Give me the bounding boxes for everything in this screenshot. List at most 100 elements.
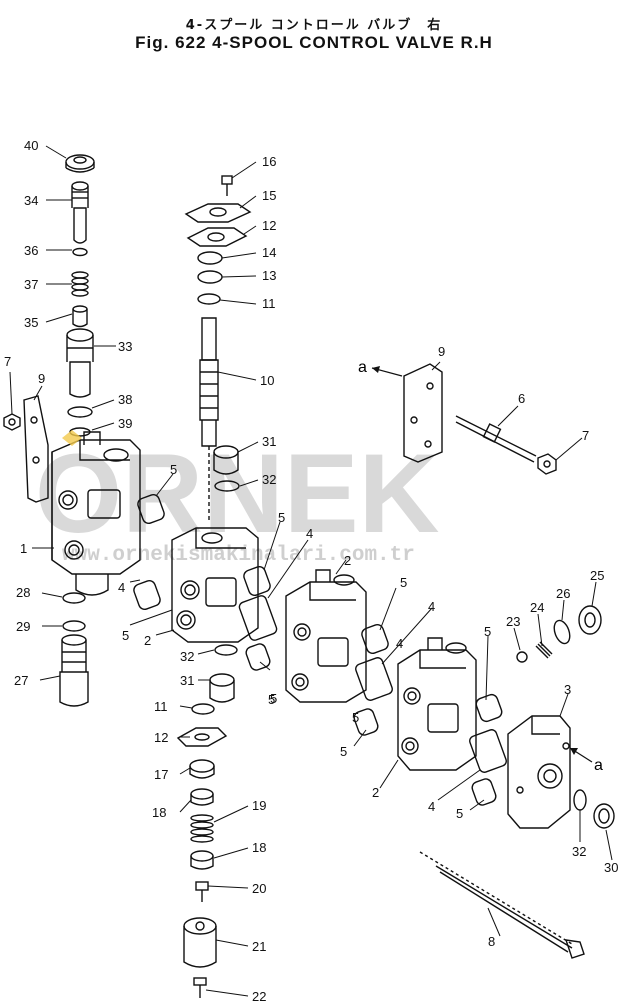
callout-34: 34 [24,193,38,208]
callout-31-top: 31 [262,434,276,449]
watermark-url: www.ornekismakinalari.com.tr [62,544,415,567]
callout-19: 19 [252,798,266,813]
part-27-relief-valve [59,634,89,707]
callout-14: 14 [262,245,276,260]
part-32-oring-bottom [214,644,238,656]
callout-9-right: 9 [438,344,445,359]
svg-text:a: a [594,757,603,774]
callout-2-b: 2 [344,553,351,568]
part-21-cap [183,917,217,968]
gasket-5-e [361,624,389,654]
callout-4-d: 4 [428,799,435,814]
highlight-mark [62,430,82,446]
callout-32-bottom: 32 [180,649,194,664]
part-32-oring-right [573,789,587,811]
part-18-seat-bottom [190,850,214,870]
callout-33: 33 [118,339,132,354]
callout-11-bottom: 11 [154,699,168,714]
callout-12-bottom: 12 [154,730,168,745]
part-3-end-cover [507,715,571,829]
part-12-gasket-top [186,227,248,247]
part-34-plug [71,181,89,244]
part-33-valve [66,328,94,398]
callout-5-g: 5 [456,806,463,821]
callout-27: 27 [14,673,28,688]
callout-5-c: 5 [278,510,285,525]
part-2-section-c [397,637,477,771]
callout-22: 22 [252,989,266,1004]
part-16-bolt [221,175,233,196]
part-17-retainer [189,759,215,779]
figure-title: Fig. 622 4-SPOOL CONTROL VALVE R.H [135,33,493,52]
callout-7-right: 7 [582,428,589,443]
callout-20: 20 [252,881,266,896]
part-24-spring [535,641,553,659]
callout-31-bottom: 31 [180,673,194,688]
callout-5-a: 5 [170,462,177,477]
gasket-5-c [243,566,271,596]
part-8-tie-bolt [419,851,585,959]
part-13-washer [197,270,223,284]
callout-12-top: 12 [262,218,276,233]
part-18-seat-top [190,788,214,806]
part-23-ball [516,651,528,663]
gasket-4-b [355,657,393,701]
callout-2-a: 2 [144,633,151,648]
detail-a-bracket-9 [403,363,443,463]
part-15-cover [184,203,252,223]
callout-4-c: 4 [428,599,435,614]
callout-30: 30 [604,860,618,875]
callout-16: 16 [262,154,276,169]
callout-15: 15 [262,188,276,203]
gasket-5-h [471,778,497,806]
detail-a-stud-6 [455,415,537,463]
part-7-nut-left [3,413,21,431]
leader-lines [9,145,613,997]
callout-24: 24 [530,600,544,615]
callout-39: 39 [118,416,132,431]
callout-29: 29 [16,619,30,634]
callout-2-c: 2 [372,785,379,800]
callout-4-a: 4 [118,580,125,595]
callout-5-i: 5 [268,692,275,707]
callout-numbers: 40 34 36 37 35 33 38 39 7 9 1 28 29 27 5… [4,138,618,1004]
callout-1: 1 [20,541,27,556]
part-35-spacer [72,305,88,328]
part-25-plug [578,605,602,635]
gasket-4-c [469,729,507,773]
callout-32-top: 32 [262,472,276,487]
callout-21: 21 [252,939,266,954]
callout-7-left: 7 [4,354,11,369]
part-9-bracket-left [23,395,49,503]
part-40-cap [65,154,95,173]
part-11-ring-top [197,293,221,305]
part-36-oring [72,247,88,257]
callout-17: 17 [154,767,168,782]
svg-text:a: a [358,359,367,376]
part-38-oring [67,406,93,418]
part-30-plug [593,803,615,829]
callout-18-top: 18 [152,805,166,820]
view-marker-a-right: a [569,747,603,774]
part-28-oring [62,592,86,604]
part-12-gasket-bottom [176,727,228,747]
callout-8: 8 [488,934,495,949]
watermark-brand: ORNEK [35,431,439,556]
part-37-spring [71,271,89,297]
gasket-5-b [133,580,161,610]
gasket-4-a [238,595,278,641]
callout-5-d: 5 [270,691,277,706]
part-11-ring-bottom [191,703,215,715]
callout-5-f: 5 [340,744,347,759]
callout-5-b: 5 [122,628,129,643]
callout-13: 13 [262,268,276,283]
callout-5-e: 5 [400,575,407,590]
detail-a-nut-7 [537,453,557,475]
callout-25: 25 [590,568,604,583]
callout-11-top: 11 [262,296,276,311]
part-2-section-b [285,569,367,703]
callout-9-left: 9 [38,371,45,386]
gasket-5-d [245,643,271,671]
callout-28: 28 [16,585,30,600]
